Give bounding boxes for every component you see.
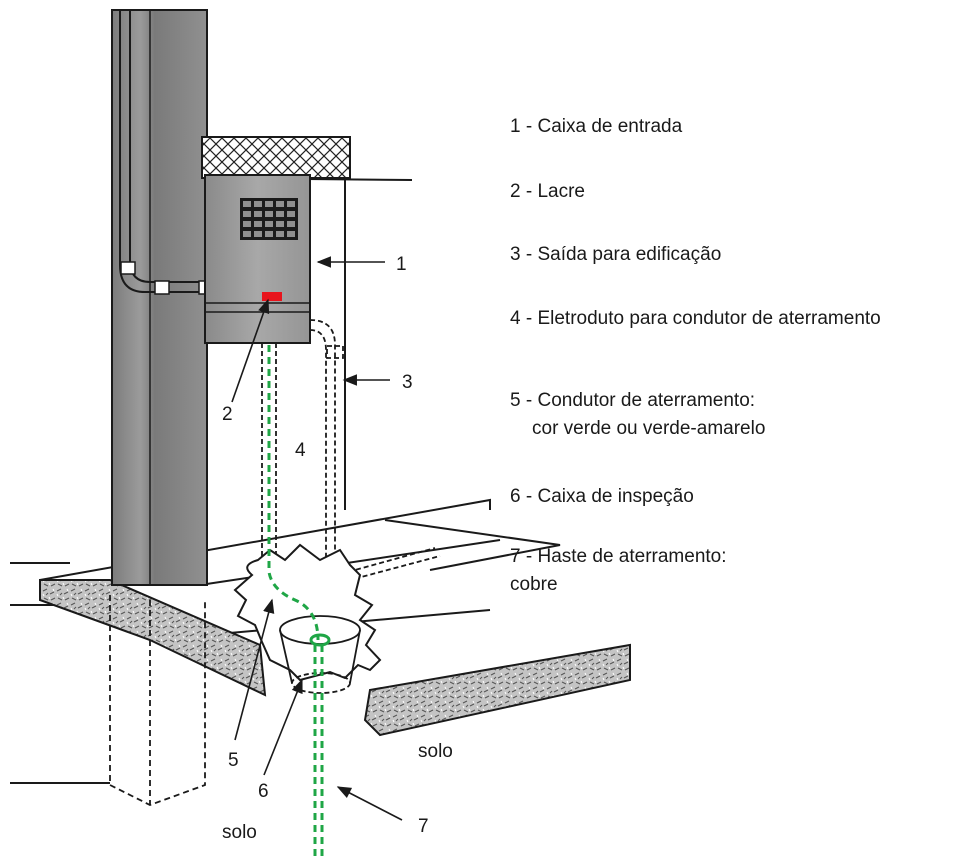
legend-number: 2 [510, 181, 521, 202]
legend-item-4: 4 - Eletroduto para condutor de aterrame… [510, 308, 881, 329]
vent-slot [254, 201, 262, 207]
legend-text: Caixa de inspeção [537, 486, 694, 507]
soil-right [363, 643, 631, 737]
vent-slot [243, 221, 251, 227]
soil-label-right: solo [418, 741, 453, 762]
legend-item-6: 6 - Caixa de inspeção [510, 486, 694, 507]
vent-slot [254, 231, 262, 237]
legend-number: 7 [510, 546, 521, 567]
legend-text: Eletroduto para condutor de aterramento [537, 308, 881, 329]
legend-item-1: 1 - Caixa de entrada [510, 116, 683, 137]
callout-6: 6 [258, 781, 269, 802]
callout-4: 4 [295, 440, 306, 461]
vent-slot [265, 221, 273, 227]
legend-subtext: cor verde ou verde-amarelo [532, 418, 766, 439]
vent-slot [287, 221, 295, 227]
vent-slot [265, 231, 273, 237]
vent-slot [265, 211, 273, 217]
legend: 1 - Caixa de entrada 2 - Lacre 3 - Saída… [510, 0, 975, 861]
vent-slot [287, 201, 295, 207]
vent-slot [243, 201, 251, 207]
pole [111, 9, 216, 586]
pole-foundation [109, 595, 206, 806]
seal-icon [262, 292, 282, 301]
callout-3: 3 [402, 372, 413, 393]
legend-item-3: 3 - Saída para edificação [510, 244, 722, 265]
legend-text: Caixa de entrada [537, 116, 683, 137]
vent-slot [276, 211, 284, 217]
vent-slot [287, 211, 295, 217]
legend-item-5: 5 - Condutor de aterramento: cor verde o… [510, 390, 766, 439]
legend-number: 6 [510, 486, 521, 507]
callout-7: 7 [418, 816, 429, 837]
legend-text: Saída para edificação [537, 244, 722, 265]
vent-slot [254, 211, 262, 217]
legend-number: 4 [510, 308, 521, 329]
callout-5: 5 [228, 750, 239, 771]
vent-slot [243, 231, 251, 237]
legend-number: 1 [510, 116, 521, 137]
legend-text: Lacre [537, 181, 585, 202]
soil-left [39, 579, 267, 697]
legend-subtext: cobre [510, 574, 558, 595]
legend-number: 3 [510, 244, 521, 265]
grounding-rod-icon [313, 645, 324, 858]
vent-slot [265, 201, 273, 207]
legend-number: 5 [510, 390, 521, 411]
callout-2: 2 [222, 404, 233, 425]
vent-slot [276, 221, 284, 227]
vent-slot [276, 231, 284, 237]
exit-conduit [309, 319, 441, 581]
callout-lines [231, 256, 403, 821]
vent-slot [287, 231, 295, 237]
legend-text: Condutor de aterramento: [537, 390, 756, 411]
vent-slot [243, 211, 251, 217]
legend-item-7: 7 - Haste de aterramento: cobre [510, 546, 727, 595]
legend-text: Haste de aterramento: [537, 546, 727, 567]
soil-label-bottom: solo [222, 822, 257, 843]
conductor-clamp [309, 633, 331, 647]
grounding-conduit [261, 343, 277, 565]
grounding-conductor [267, 345, 320, 641]
vent-slot [276, 201, 284, 207]
legend-item-2: 2 - Lacre [510, 181, 585, 202]
vent-slot [254, 221, 262, 227]
callout-1: 1 [396, 254, 407, 275]
meter-box-icon [204, 174, 311, 344]
